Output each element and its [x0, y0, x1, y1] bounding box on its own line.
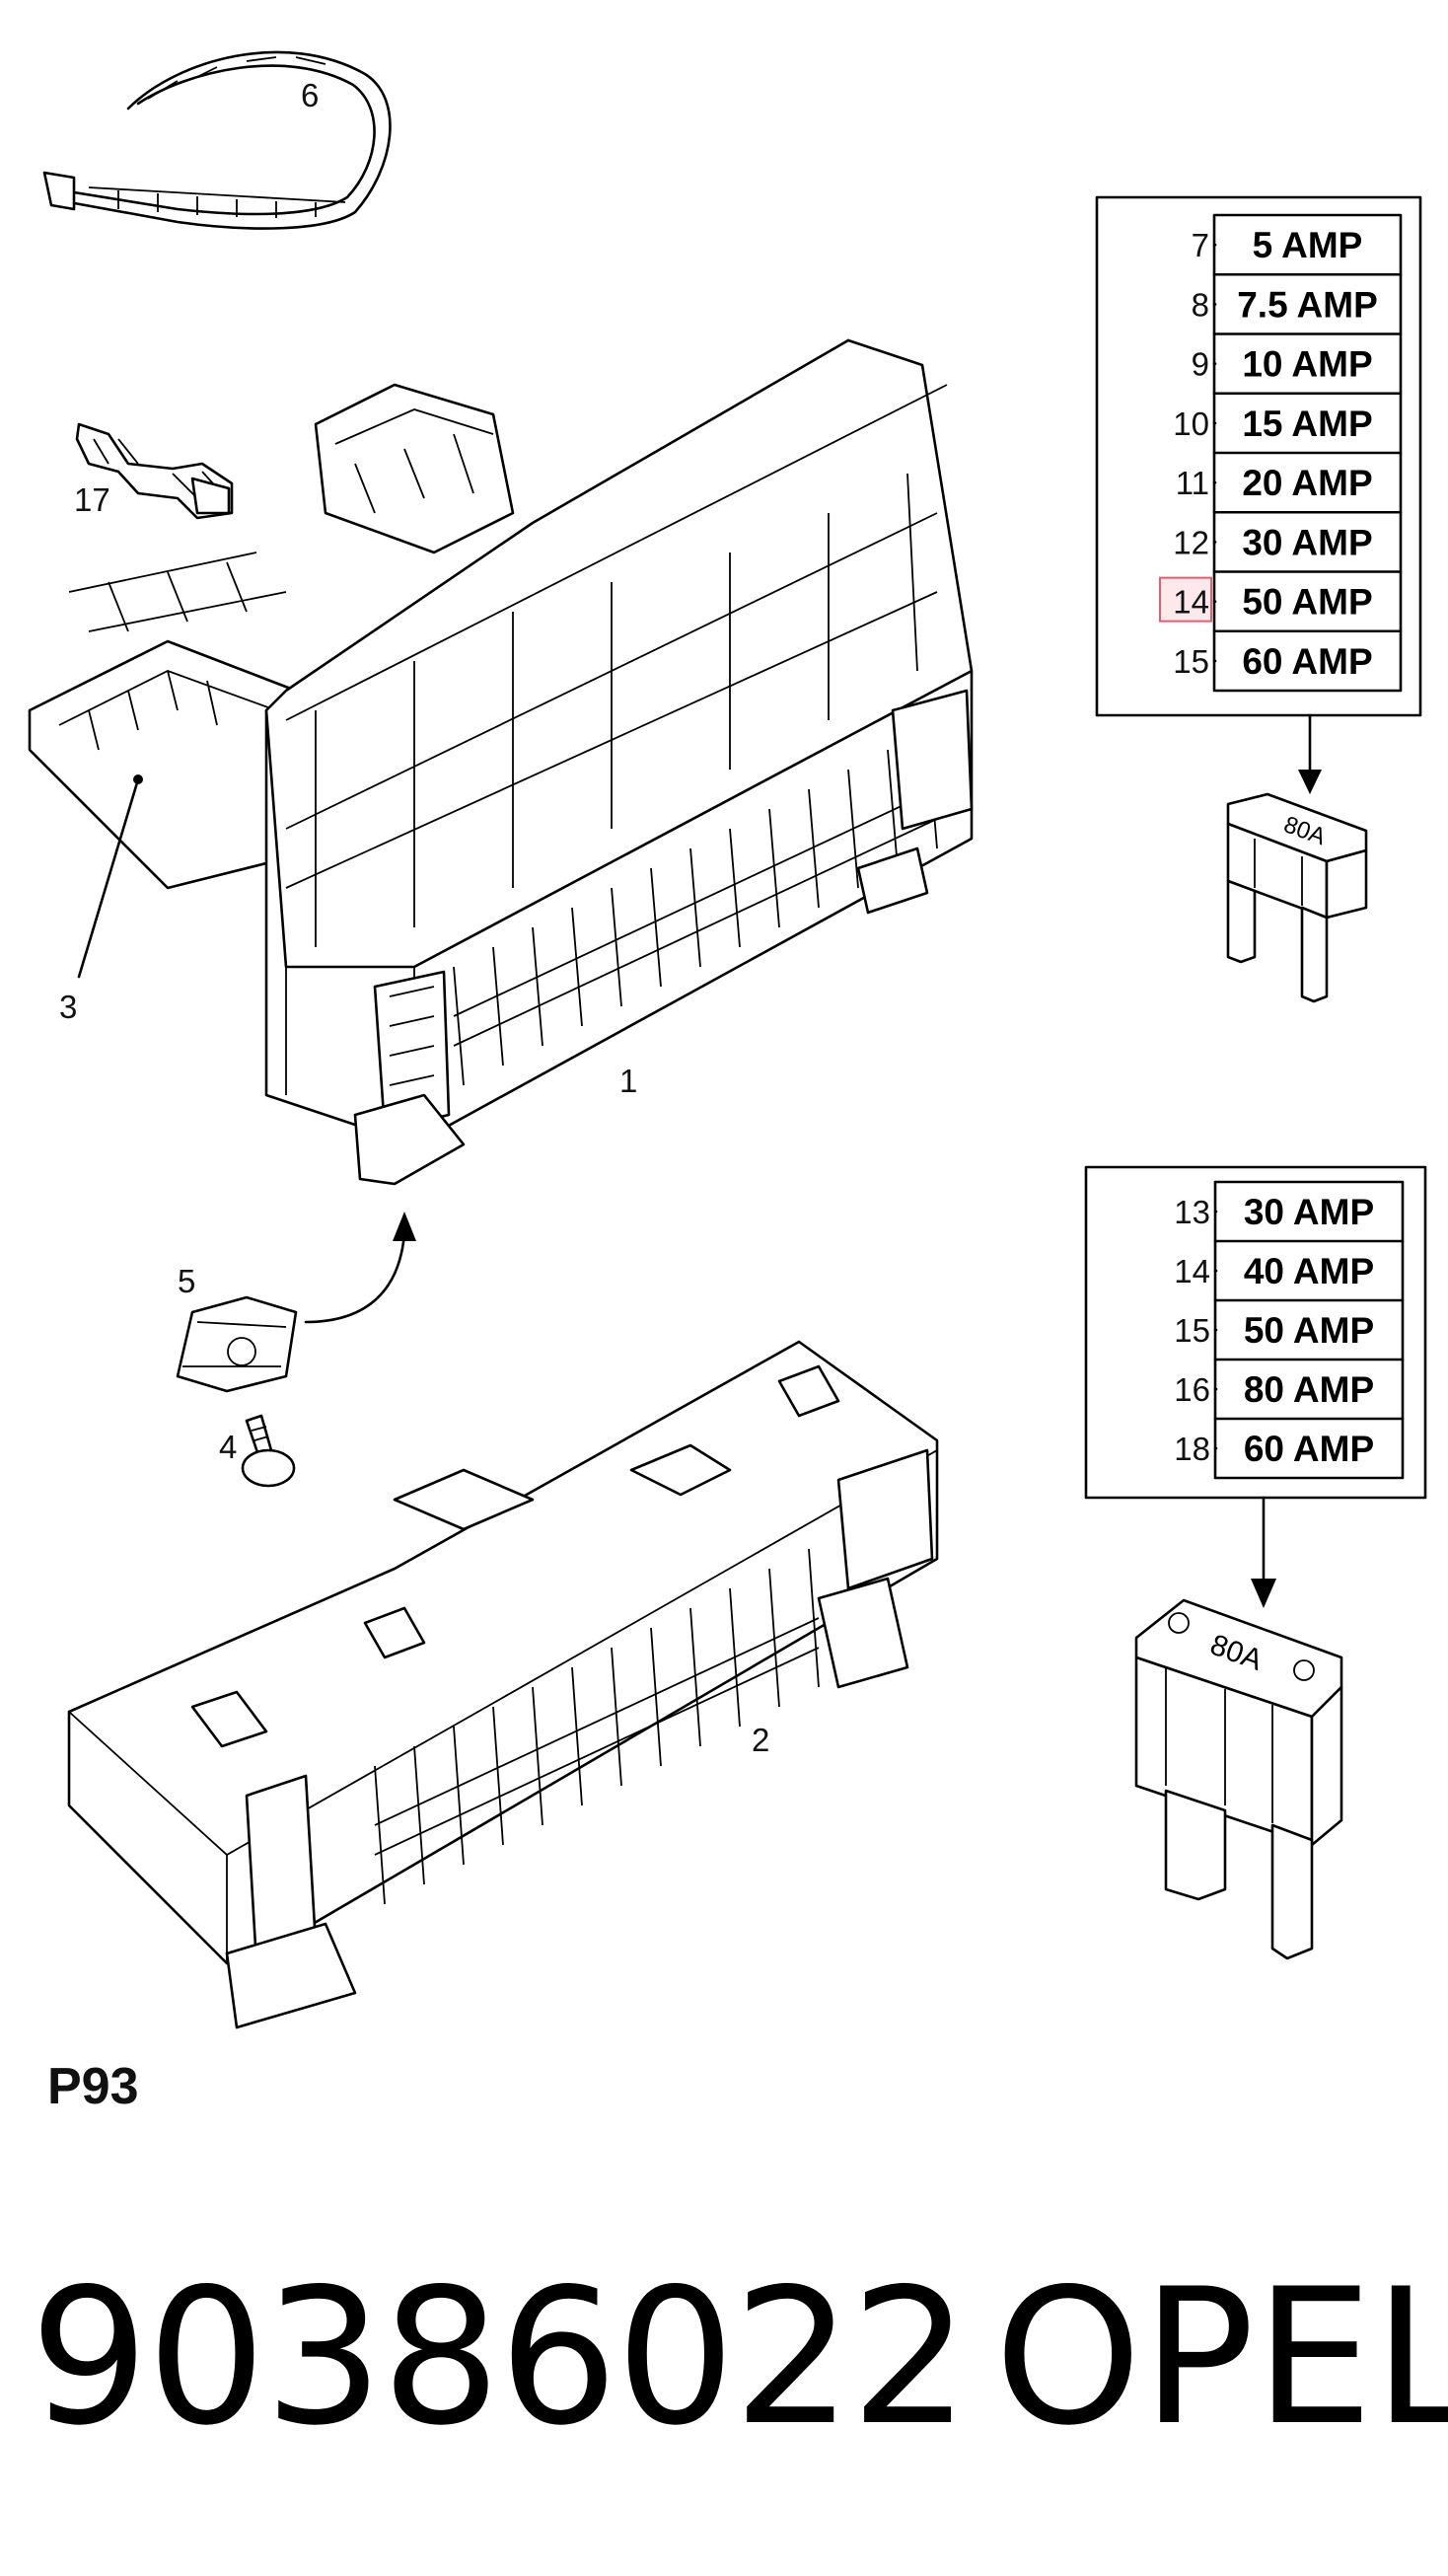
fuse-rating-label: 10 AMP	[1242, 344, 1372, 385]
fuse-ref-number: 12	[1173, 524, 1209, 560]
fuse-rating-label: 50 AMP	[1244, 1310, 1374, 1351]
brand-name: OPEL	[994, 2248, 1448, 2466]
part-number: 90386022	[30, 2248, 970, 2466]
fuse-ref-number: 18	[1174, 1431, 1210, 1467]
fuse-table-top-frame	[1095, 195, 1422, 717]
fuse-rating-label: 15 AMP	[1242, 404, 1372, 444]
fuse-ref-number: 10	[1173, 405, 1209, 442]
fuse-ref-number: 7	[1192, 227, 1209, 263]
fuse-ref-number: 8	[1192, 286, 1209, 323]
fuse-rating-label: 7.5 AMP	[1237, 284, 1378, 325]
fuse-ref-number: 13	[1174, 1194, 1210, 1230]
assembly-arrow	[304, 1231, 406, 1324]
fuse-ref-highlight	[1159, 576, 1212, 623]
fuse-ref-number: 9	[1192, 346, 1209, 383]
callout-4: 4	[219, 1429, 237, 1465]
fuse-rating-label: 30 AMP	[1244, 1192, 1374, 1232]
fuse-rating-label: 20 AMP	[1242, 463, 1372, 503]
fuse-table-bottom: 13 30 AMP 14 40 AMP 15 50 AMP 16 80 AMP 18 60 AMP	[1084, 1165, 1427, 1500]
fuse-ref-number: 14	[1173, 584, 1209, 621]
fuse-ref-number: 16	[1174, 1371, 1210, 1408]
blade-fuse-large: 80A	[1134, 1598, 1343, 1960]
callout-1: 1	[619, 1063, 637, 1099]
fuse-rating-label: 50 AMP	[1242, 582, 1372, 623]
diagram-code: P93	[47, 2058, 139, 2115]
fuse-table-bottom-frame	[1084, 1165, 1427, 1500]
leader-dot-3	[133, 774, 143, 784]
assembly-arrowhead	[393, 1212, 416, 1241]
callout-2: 2	[752, 1722, 769, 1758]
fuse-rating-label: 60 AMP	[1242, 641, 1372, 682]
fuse-box-part-1	[28, 338, 974, 1186]
fuse-table-top: 7 5 AMP 8 7.5 AMP 9 10 AMP 10 15 AMP 11 20 AMP 12 3…	[1095, 195, 1422, 717]
terminal-part-17	[75, 422, 234, 520]
fuse-ref-number: 15	[1173, 643, 1209, 680]
fuse-rating-label: 30 AMP	[1242, 522, 1372, 562]
screw-part-4	[241, 1414, 296, 1488]
fuse-rating-label: 40 AMP	[1244, 1251, 1374, 1291]
callout-17: 17	[74, 481, 110, 518]
fuse-table-bottom-arrowhead	[1251, 1579, 1276, 1608]
clip-part-5	[176, 1295, 298, 1393]
fuse-table-top-arrowhead	[1298, 770, 1322, 794]
base-part-2	[67, 1340, 939, 2029]
fuse-rating-label: 5 AMP	[1253, 225, 1363, 265]
fuse-rating-label: 60 AMP	[1244, 1429, 1374, 1469]
fuse-rating-label: 80 AMP	[1244, 1369, 1374, 1410]
callout-5: 5	[178, 1263, 195, 1299]
blade-fuse-small: 80A	[1226, 792, 1368, 1003]
fuse-ref-number: 11	[1176, 465, 1209, 501]
cable-tie-part-6	[42, 50, 392, 230]
fuse-ref-number: 15	[1174, 1312, 1210, 1349]
callout-6: 6	[301, 77, 319, 113]
leader-line-3	[77, 777, 140, 979]
fuse-ref-number: 14	[1174, 1253, 1210, 1289]
callout-3: 3	[59, 989, 77, 1025]
